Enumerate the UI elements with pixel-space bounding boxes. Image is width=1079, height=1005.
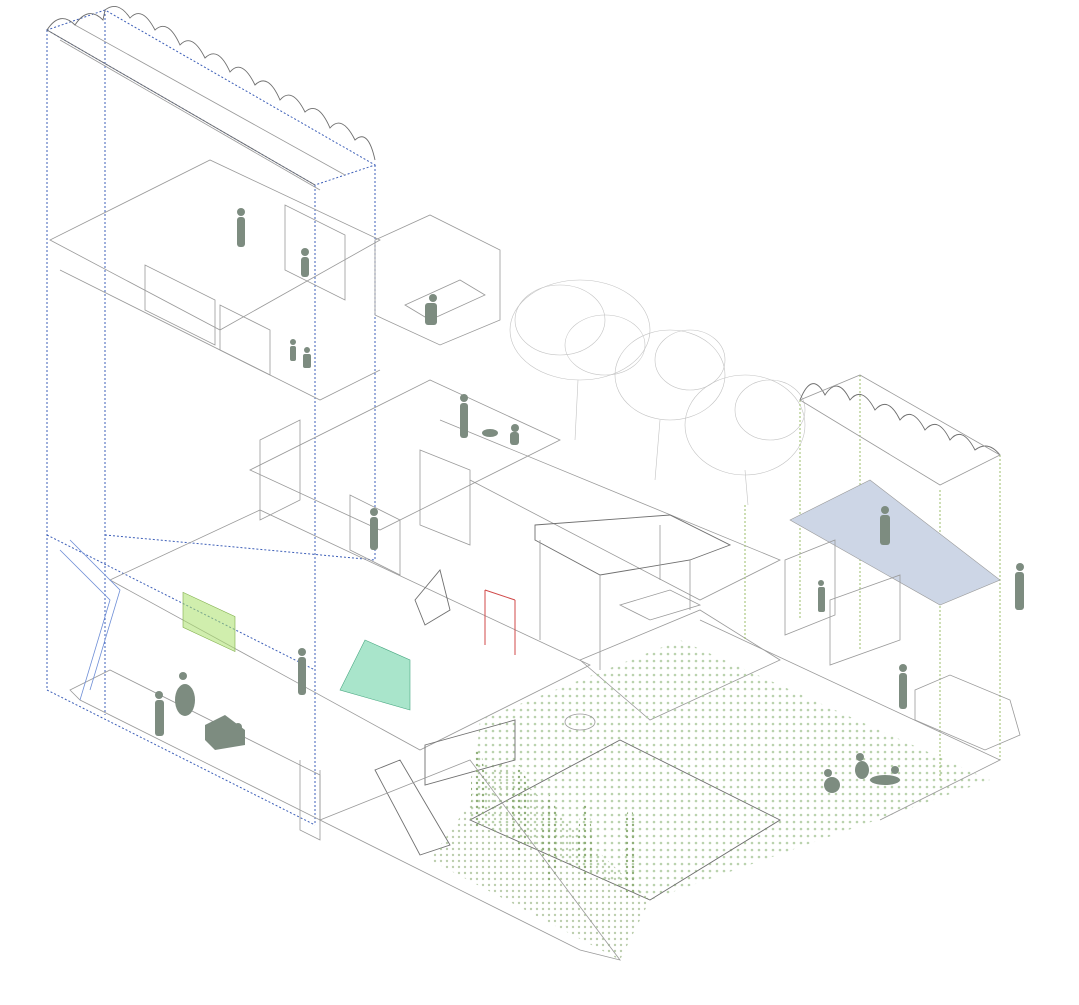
person (818, 580, 825, 612)
middle-floor-deck (249, 379, 781, 601)
garden-foreground-dots (430, 760, 650, 960)
person (1015, 563, 1024, 610)
lower-level-plate (59, 509, 591, 856)
cypress-tree (578, 805, 592, 885)
blue-ladder (59, 539, 121, 701)
foreground-deck (319, 759, 621, 961)
person (301, 248, 309, 277)
cypress-tree (471, 750, 485, 830)
car (914, 674, 1021, 751)
slatted-fence (424, 719, 516, 786)
vaulted-roof-tower (46, 5, 376, 191)
person (880, 506, 890, 545)
person (510, 424, 519, 445)
person (303, 347, 311, 368)
grid-line (46, 534, 316, 671)
musician-double-bass (175, 672, 195, 716)
person-seated (425, 294, 437, 325)
staircase (374, 759, 451, 856)
piano-with-player (205, 715, 245, 750)
cypress-tree (542, 795, 558, 885)
people-sitting-on-lawn (824, 753, 900, 793)
upper-floor-rooms (49, 159, 501, 401)
person (460, 394, 468, 438)
person (237, 208, 245, 247)
cypress-tree (622, 810, 638, 900)
right-vaulted-roof (799, 383, 1001, 456)
roof-waves (104, 5, 376, 161)
garden-courtyard (424, 640, 990, 960)
background-trees (509, 279, 806, 506)
tree (614, 329, 726, 481)
grid-line (45, 9, 377, 186)
pavilion (534, 514, 732, 670)
stair-right (414, 569, 451, 626)
person (290, 339, 296, 361)
tree (684, 374, 806, 506)
blue-floor (789, 479, 1001, 606)
right-building (699, 374, 1021, 821)
musician (155, 691, 164, 736)
cypress-tree (512, 765, 528, 855)
grid-line (104, 534, 376, 561)
person (298, 648, 306, 695)
tower-structural-grid (45, 9, 377, 826)
cypress-trees (471, 750, 638, 900)
table (618, 589, 702, 621)
dog (482, 429, 498, 437)
teal-glass-panel (339, 639, 411, 711)
garden-lawn (470, 640, 990, 900)
person (899, 664, 907, 709)
people-figures (155, 208, 1024, 793)
green-glass-panel (182, 591, 236, 653)
tree (509, 279, 651, 441)
person (370, 508, 378, 550)
red-door-frame (484, 589, 516, 655)
